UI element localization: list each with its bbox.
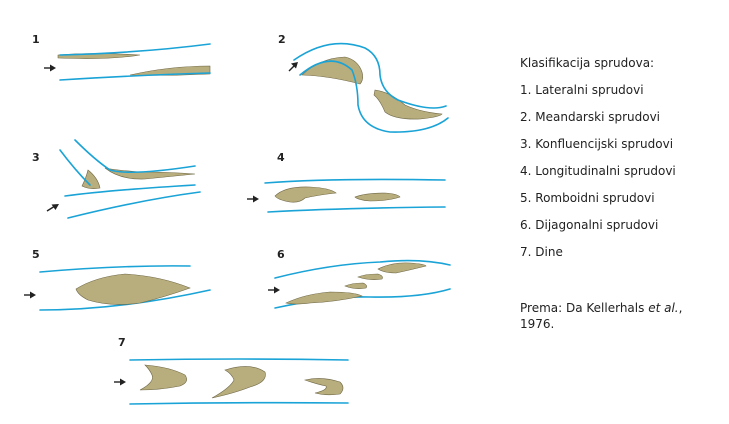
diagonal-bar-2 — [344, 282, 367, 289]
source-citation: Prema: Da Kellerhals et al., 1976. — [520, 300, 720, 332]
confluence-bar-main — [104, 167, 196, 180]
flow-arrow-icon — [24, 291, 36, 299]
legend-item-meander: 2. Meandarski sprudovi — [520, 110, 661, 124]
river-bank-bottom — [39, 289, 211, 311]
river-bank-top — [64, 184, 196, 197]
dune-2 — [211, 366, 266, 399]
legend: Klasifikacija sprudova: 1. Lateralni spr… — [520, 56, 720, 331]
panel-4-number: 4 — [277, 151, 285, 164]
river-bank-outer — [293, 42, 447, 109]
panel-1-lateral-bars: 1 — [32, 33, 211, 81]
river-bank-top — [59, 43, 211, 56]
panel-3-number: 3 — [32, 151, 40, 164]
source-italic: et al. — [648, 301, 679, 315]
source-year: 1976. — [520, 317, 555, 331]
legend-item-diagonal: 6. Dijagonalni sprudovi — [520, 218, 659, 232]
legend-item-longitudinal: 4. Longitudinalni sprudovi — [520, 164, 676, 178]
river-bank-bottom — [59, 72, 211, 81]
tributary-bank-left — [59, 149, 91, 186]
source-suffix: , — [678, 301, 683, 315]
river-bank-bottom — [129, 401, 349, 405]
flow-arrow-icon — [268, 286, 280, 294]
panel-3-confluence-bars: 3 — [32, 139, 201, 219]
diagonal-bar-1 — [285, 291, 363, 305]
river-bank-top — [274, 259, 451, 279]
river-bank-inner — [299, 60, 449, 133]
diagonal-bar-3 — [357, 273, 383, 280]
diagonal-bar-4 — [377, 262, 427, 274]
panel-6-diagonal-bars: 6 — [268, 248, 451, 309]
river-bank-top — [129, 358, 349, 361]
legend-item-confluence: 3. Konfluencijski sprudovi — [520, 137, 674, 151]
flow-arrow-icon — [44, 64, 56, 72]
panel-2-number: 2 — [278, 33, 286, 46]
flow-arrow-icon — [288, 62, 298, 72]
longitudinal-bar-left — [274, 186, 337, 203]
river-bank-bottom — [267, 206, 446, 213]
source-prefix: Prema: Da Kellerhals — [520, 301, 649, 315]
tributary-bank-right — [74, 139, 196, 174]
dune-3 — [303, 378, 344, 396]
flow-arrow-icon — [247, 195, 259, 203]
panel-5-number: 5 — [32, 248, 40, 261]
dune-1 — [139, 364, 187, 391]
legend-item-lateral: 1. Lateralni sprudovi — [520, 83, 644, 97]
meander-bar-lower — [373, 89, 443, 120]
panel-7-number: 7 — [118, 336, 126, 349]
panel-7-dunes: 7 — [114, 336, 349, 405]
river-bank-top — [264, 178, 446, 184]
longitudinal-bar-right — [354, 192, 401, 202]
flow-arrow-icon — [114, 378, 126, 386]
panel-1-number: 1 — [32, 33, 40, 46]
river-bank-top — [39, 265, 191, 273]
panel-5-rhomboid-bars: 5 — [24, 248, 211, 311]
legend-title: Klasifikacija sprudova: — [520, 56, 655, 70]
confluence-bar-tip — [81, 169, 101, 189]
legend-item-rhomboid: 5. Romboidni sprudovi — [520, 191, 655, 205]
panel-6-number: 6 — [277, 248, 285, 261]
river-bank-bottom — [67, 191, 201, 219]
rhomboid-bar — [75, 273, 191, 305]
legend-item-dunes: 7. Dine — [520, 245, 563, 259]
meander-bar-upper — [301, 56, 363, 85]
panel-2-meander-bars: 2 — [278, 33, 449, 133]
panel-4-longitudinal-bars: 4 — [247, 151, 446, 213]
flow-arrow-icon — [46, 204, 59, 212]
